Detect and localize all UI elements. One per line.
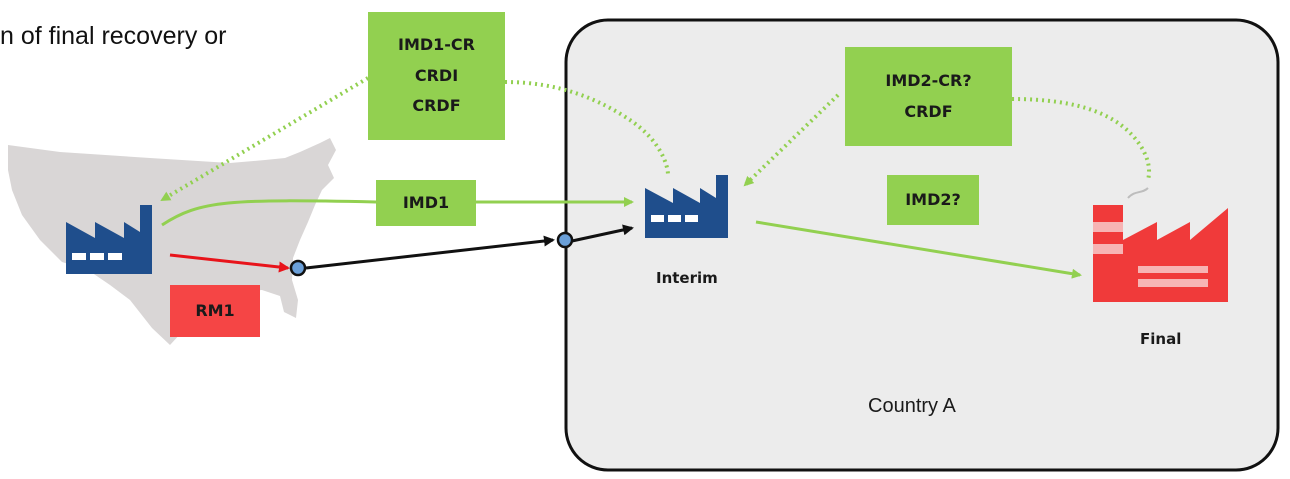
- imd2-box: IMD2?: [887, 175, 979, 225]
- imd2-cr-line-1: IMD2-CR?: [885, 71, 972, 91]
- heading-fragment: n of final recovery or: [0, 22, 227, 50]
- transit-node-country-a: [556, 231, 574, 249]
- imd1-cr-box: IMD1-CR CRDI CRDF: [368, 12, 505, 140]
- final-label: Final: [1140, 330, 1182, 348]
- flow-interim-to-final: [755, 220, 1082, 279]
- imd2-label: IMD2?: [905, 189, 961, 209]
- imd1-box: IMD1: [376, 180, 476, 226]
- flow-origin-to-rm-node: [169, 253, 290, 273]
- imd2-cr-line-2: CRDF: [904, 101, 953, 121]
- imd1-label: IMD1: [402, 192, 450, 212]
- flow-node2-to-interim: [571, 224, 634, 243]
- imd2-cr-box: IMD2-CR? CRDF: [845, 47, 1012, 146]
- imd1-cr-line-2: CRDI: [414, 65, 459, 85]
- final-factory-icon: [1093, 187, 1228, 302]
- origin-factory-icon: [66, 205, 152, 274]
- flow-origin-to-imd1: [161, 199, 377, 227]
- dotted-arrow-imd1cr-to-origin: [160, 76, 370, 202]
- dotted-line-imd1cr-to-interim: [504, 80, 670, 176]
- interim-factory-icon: [645, 175, 728, 238]
- transit-node-border: [289, 259, 307, 277]
- usa-map-icon: [8, 138, 336, 345]
- rm1-label: RM1: [195, 300, 235, 320]
- interim-label: Interim: [656, 269, 718, 287]
- imd1-cr-line-3: CRDF: [412, 96, 461, 116]
- imd1-cr-line-1: IMD1-CR: [398, 35, 475, 55]
- rm1-box: RM1: [170, 285, 260, 337]
- country-label: Country A: [868, 395, 956, 417]
- flow-node1-to-node2: [305, 235, 555, 270]
